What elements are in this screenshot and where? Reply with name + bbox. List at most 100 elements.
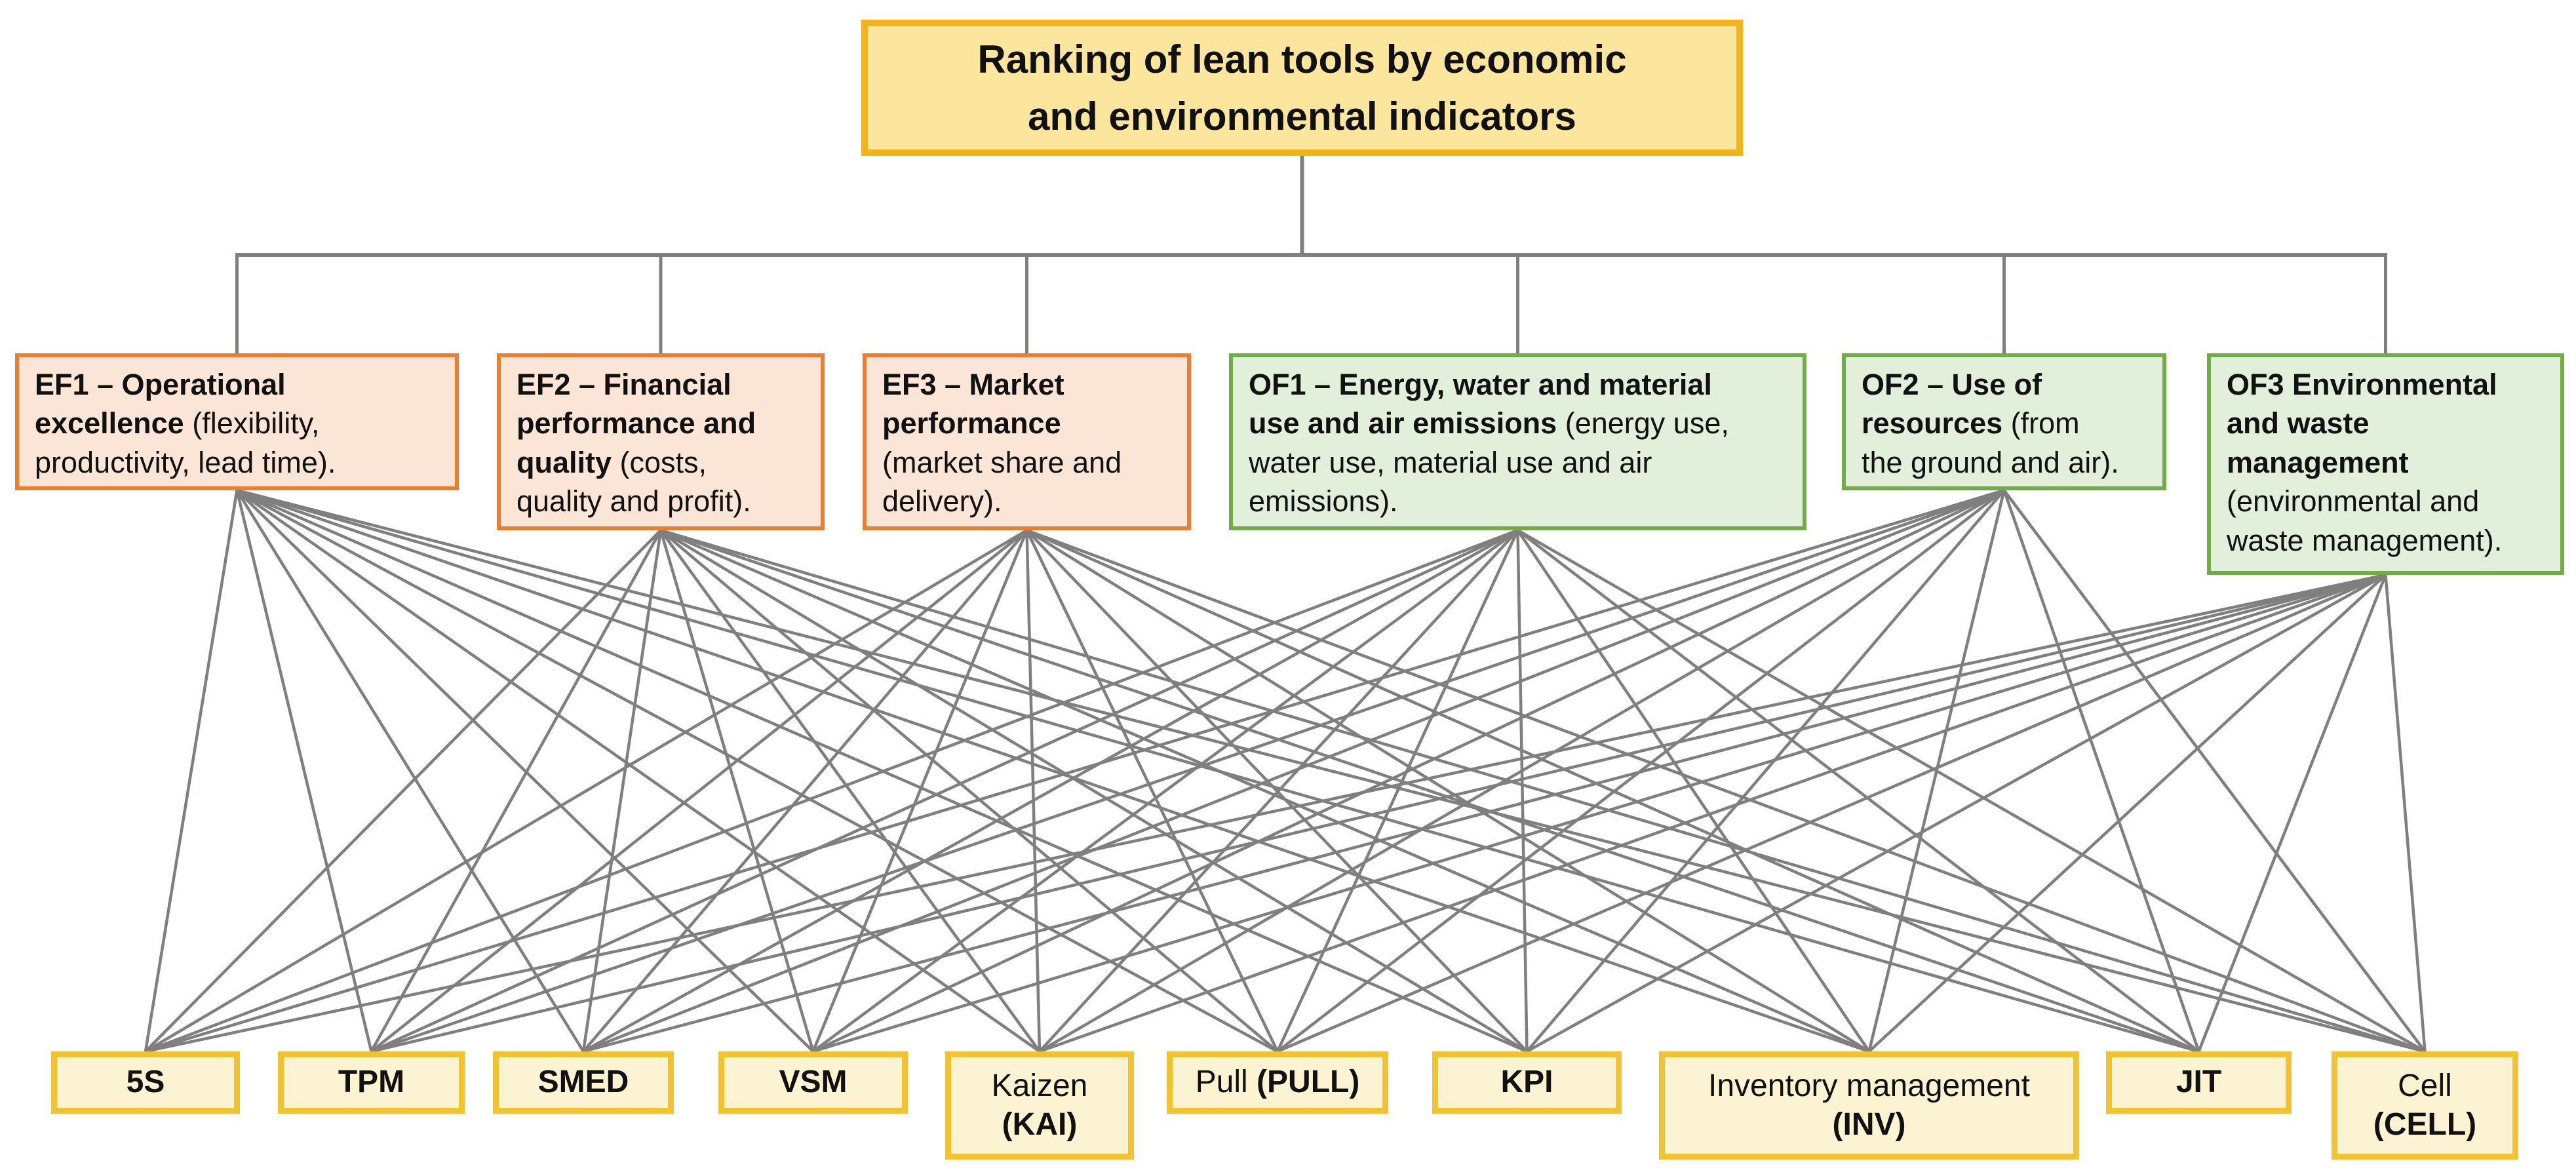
tool-cell-abbr: (CELL) <box>2373 1106 2477 1142</box>
tool-tpm-label: TPM <box>338 1065 405 1100</box>
edge-OF1-INV <box>1516 529 1871 1053</box>
edge-EF3-INV <box>1026 529 1870 1053</box>
criterion-ef2-description: (costs, quality and profit). <box>517 445 751 519</box>
tool-cell-label: Cell(CELL) <box>2373 1067 2476 1144</box>
tool-smed-label: SMED <box>537 1065 629 1100</box>
criterion-ef1-description: (flexibility, productivity, lead time). <box>35 406 336 479</box>
edge-OF3-PULL <box>1277 573 2387 1053</box>
edge-EF3-CELL <box>1026 528 2426 1053</box>
edge-OF2-KAI <box>1038 489 2005 1053</box>
criterion-ef1-title: EF1 – Operational excellence <box>35 368 286 440</box>
tool-jit-label: JIT <box>2176 1065 2222 1100</box>
edge-EF1-SMED <box>235 489 585 1053</box>
criterion-of2-use-of-resources: OF2 – Use of resources (from the ground … <box>1842 353 2166 490</box>
edge-OF2-5S <box>145 488 2005 1053</box>
edge-EF3-5S <box>144 529 1028 1053</box>
criterion-of3-title: OF3 Environmental and waste management <box>2227 368 2497 479</box>
criterion-of2-description: (from the ground and air). <box>1862 406 2119 479</box>
edge-OF3-JIT <box>2197 574 2387 1052</box>
edge-EF2-PULL <box>659 529 1279 1053</box>
edge-OF2-VSM <box>812 488 2005 1053</box>
edge-OF1-JIT <box>1517 529 2200 1053</box>
criterion-ef2-title: EF2 – Financial performance and quality <box>517 368 756 479</box>
edge-EF1-JIT <box>236 488 2200 1053</box>
edge-OF2-PULL <box>1276 489 2005 1053</box>
edge-EF1-CELL <box>236 488 2426 1053</box>
edge-EF1-INV <box>236 488 1870 1053</box>
edge-EF2-JIT <box>660 528 2200 1053</box>
edge-EF3-VSM <box>811 530 1028 1052</box>
edge-EF2-KPI <box>659 529 1528 1053</box>
tool-tpm-box: TPM <box>278 1051 465 1114</box>
criterion-ef3-description: (market share and delivery). <box>882 445 1122 519</box>
edge-OF1-SMED <box>582 529 1519 1053</box>
tool-inventory-label: Inventory management(INV) <box>1708 1067 2030 1144</box>
tool-vsm-box: VSM <box>718 1051 908 1114</box>
edge-EF1-TPM <box>235 490 373 1052</box>
edge-OF1-VSM <box>812 529 1519 1053</box>
criterion-of1-description: (energy use, water use, material use and… <box>1249 406 1729 519</box>
tool-smed-box: SMED <box>493 1051 674 1114</box>
edge-EF2-KAI <box>659 529 1041 1053</box>
edge-OF3-VSM <box>812 573 2387 1053</box>
edge-EF3-SMED <box>582 529 1028 1053</box>
tool-kpi-label: KPI <box>1500 1065 1553 1100</box>
criterion-ef3-title: EF3 – Market performance <box>882 368 1064 440</box>
tool-pull-name: Pull <box>1195 1065 1248 1100</box>
edge-OF3-5S <box>145 573 2386 1053</box>
edge-OF2-KPI <box>1525 489 2006 1053</box>
tool-kaizen-label: Kaizen(KAI) <box>992 1067 1088 1144</box>
edge-EF1-KPI <box>236 488 1528 1053</box>
edge-OF1-PULL <box>1276 530 1519 1052</box>
edge-OF1-KPI <box>1516 530 1529 1052</box>
criterion-of3-environmental-waste: OF3 Environmental and waste management (… <box>2207 353 2564 575</box>
edge-OF2-SMED <box>583 488 2005 1053</box>
criterion-ef1-operational-excellence: EF1 – Operational excellence (flexibilit… <box>15 353 459 490</box>
tool-kaizen-abbr: (KAI) <box>1002 1106 1078 1142</box>
tool-pull-label: Pull (PULL) <box>1196 1063 1360 1102</box>
tool-inventory-management-box: Inventory management(INV) <box>1659 1051 2079 1160</box>
tool-cell-box: Cell(CELL) <box>2332 1051 2518 1160</box>
edge-OF3-INV <box>1867 574 2387 1053</box>
tool-cell-name: Cell <box>2398 1068 2452 1103</box>
edge-OF1-KAI <box>1038 529 1519 1053</box>
tool-jit-box: JIT <box>2106 1051 2292 1114</box>
edge-EF2-CELL <box>660 528 2426 1053</box>
tool-kaizen-box: Kaizen(KAI) <box>945 1051 1134 1160</box>
criterion-ef3-market-performance: EF3 – Market performance (market share a… <box>863 353 1191 530</box>
edge-EF2-TPM <box>370 529 662 1053</box>
edge-OF3-TPM <box>370 573 2387 1053</box>
edge-OF1-TPM <box>370 528 1519 1053</box>
edge-OF3-KAI <box>1039 573 2387 1053</box>
edge-EF3-KPI <box>1025 529 1529 1053</box>
tool-pull-abbr: (PULL) <box>1257 1065 1360 1100</box>
criterion-of3-description: (environmental and waste management). <box>2227 484 2503 557</box>
edge-OF2-JIT <box>2002 490 2200 1052</box>
criterion-ef2-financial-performance: EF2 – Financial performance and quality … <box>497 353 825 530</box>
criterion-of2-title: OF2 – Use of resources <box>1862 368 2042 440</box>
edge-OF2-INV <box>1867 490 2006 1052</box>
criterion-of1-title: OF1 – Energy, water and material use and… <box>1249 368 1712 440</box>
edge-EF3-JIT <box>1026 528 2200 1053</box>
edge-EF1-VSM <box>235 489 815 1053</box>
tool-pull-box: Pull (PULL) <box>1167 1051 1388 1114</box>
criterion-of1-energy-water-material: OF1 – Energy, water and material use and… <box>1229 353 1806 530</box>
tool-kpi-box: KPI <box>1432 1051 1622 1114</box>
tool-inventory-name: Inventory management <box>1708 1068 2030 1103</box>
edge-OF1-5S <box>145 528 1519 1053</box>
edge-OF1-CELL <box>1517 529 2426 1053</box>
edge-EF3-KAI <box>1025 530 1042 1052</box>
edge-EF2-VSM <box>659 530 815 1052</box>
tool-kaizen-name: Kaizen <box>991 1068 1088 1103</box>
edge-EF1-5S <box>144 490 239 1052</box>
edge-OF2-TPM <box>370 488 2005 1053</box>
edge-EF1-PULL <box>236 489 1279 1053</box>
edge-EF2-5S <box>144 529 662 1053</box>
diagram-title: Ranking of lean tools by economic and en… <box>977 37 1627 138</box>
tool-inventory-abbr: (INV) <box>1832 1106 1906 1142</box>
edge-EF2-SMED <box>581 530 663 1052</box>
tool-5s-box: 5S <box>51 1051 240 1114</box>
tool-5s-label: 5S <box>126 1065 165 1100</box>
edge-EF1-KAI <box>236 489 1041 1053</box>
